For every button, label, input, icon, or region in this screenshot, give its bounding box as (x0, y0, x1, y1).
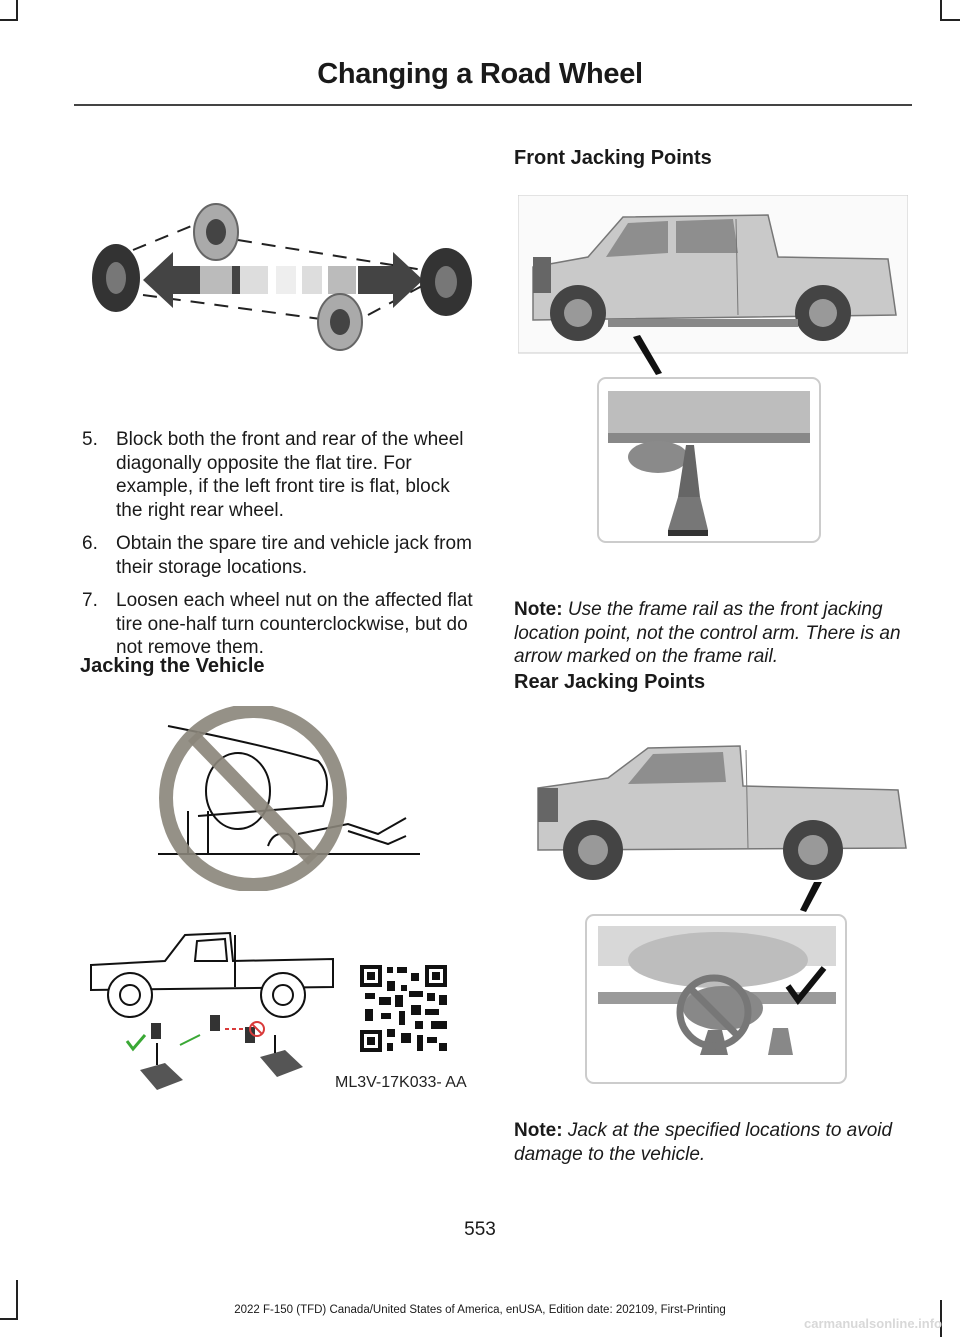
tire-rotation-figure (88, 200, 478, 360)
tire-icon (317, 293, 363, 351)
section-heading-front-jacking: Front Jacking Points (514, 147, 712, 169)
crop-mark-top-right-h (940, 19, 960, 21)
do-not-go-under-vehicle-figure (148, 706, 423, 891)
section-heading-jacking: Jacking the Vehicle (80, 655, 265, 677)
crop-mark-top-left-v (16, 0, 18, 20)
checkmark-icon (125, 1034, 147, 1052)
tire-icon (92, 244, 140, 312)
step-text: Obtain the spare tire and vehicle jack f… (116, 533, 472, 578)
prohibited-icon (159, 706, 347, 891)
figure-code-label: ML3V-17K033- AA (335, 1074, 467, 1091)
list-item: 7. Loosen each wheel nut on the affected… (74, 589, 478, 660)
qr-code (360, 965, 447, 1052)
crop-mark-top-right-v (940, 0, 942, 20)
rear-jacking-points-figure (518, 730, 910, 1088)
step-number: 6. (82, 533, 98, 554)
step-text: Block both the front and rear of the whe… (116, 429, 464, 521)
front-jacking-points-figure (518, 195, 908, 545)
crop-mark-bottom-left-h (0, 1318, 18, 1320)
note-label: Note: (514, 599, 563, 620)
note-rear-jacking: Note: Jack at the specified locations to… (514, 1119, 910, 1166)
crop-mark-bottom-right-v (940, 1300, 942, 1337)
note-text: Use the frame rail as the front jacking … (514, 599, 901, 667)
watermark: carmanualsonline.info (804, 1316, 942, 1331)
checkmark-icon (785, 966, 827, 1005)
prohibited-icon (225, 1021, 265, 1037)
note-text: Jack at the specified locations to avoid… (514, 1120, 893, 1165)
page-title: Changing a Road Wheel (317, 58, 643, 90)
note-label: Note: (514, 1120, 563, 1141)
header-rule (74, 104, 912, 106)
section-heading-rear-jacking: Rear Jacking Points (514, 671, 706, 693)
prohibited-icon (676, 974, 752, 1050)
jack-placement-figure: ML3V-17K033- AA (85, 925, 477, 1110)
list-item: 5. Block both the front and rear of the … (74, 428, 478, 522)
crop-mark-bottom-left-v (16, 1280, 18, 1320)
step-number: 7. (82, 590, 98, 611)
crop-mark-top-left-h (0, 19, 18, 21)
list-item: 6. Obtain the spare tire and vehicle jac… (74, 532, 478, 579)
tire-icon (193, 203, 239, 261)
note-front-jacking: Note: Use the frame rail as the front ja… (514, 598, 910, 669)
step-list: 5. Block both the front and rear of the … (74, 428, 478, 670)
step-text: Loosen each wheel nut on the affected fl… (116, 590, 473, 658)
edition-footer: 2022 F-150 (TFD) Canada/United States of… (234, 1304, 726, 1316)
step-number: 5. (82, 429, 98, 450)
page-number: 553 (464, 1219, 496, 1240)
tire-icon (420, 248, 472, 316)
